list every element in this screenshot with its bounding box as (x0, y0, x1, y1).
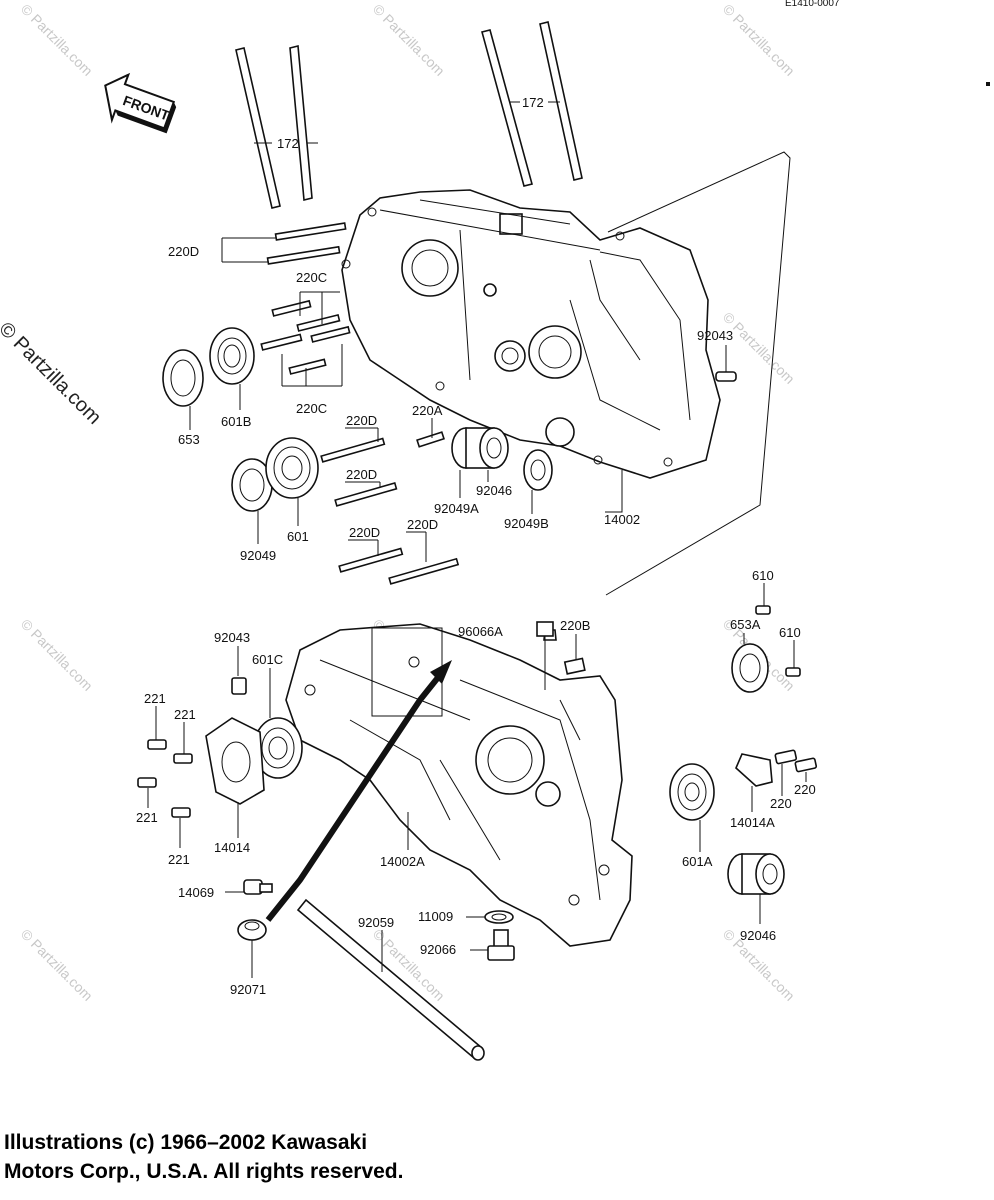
label-220d-top: 220D (168, 244, 199, 259)
label-92043-top: 92043 (697, 328, 733, 343)
label-220c-bottom: 220C (296, 401, 327, 416)
margin-mark (986, 82, 990, 86)
label-92046-top: 92046 (476, 483, 512, 498)
watermark-3: © Partzilla.com (720, 1, 798, 79)
watermark-2: © Partzilla.com (370, 1, 448, 79)
copyright-line-2: Motors Corp., U.S.A. All rights reserved… (4, 1160, 404, 1183)
label-610-top: 610 (752, 568, 774, 583)
fitting-14069 (225, 879, 273, 895)
plug-96066a (536, 621, 554, 690)
label-653a: 653A (730, 617, 761, 632)
needle-bearing-92046-bottom (727, 853, 785, 924)
pin-92043-top (715, 371, 737, 382)
copyright-notice: Illustrations (c) 1966–2002 Kawasaki Mot… (4, 1128, 704, 1186)
diagram-code: E1410-0007 (785, 0, 840, 9)
label-92071: 92071 (230, 982, 266, 997)
label-610-bottom: 610 (779, 625, 801, 640)
label-601a: 601A (682, 854, 713, 869)
label-221-d: 221 (168, 852, 190, 867)
label-220d-3: 220D (346, 467, 377, 482)
breather-arrow-icon (430, 660, 452, 684)
label-14069: 14069 (178, 885, 214, 900)
oil-seal-92049b (523, 449, 553, 514)
bearing-plate-14014a (735, 753, 773, 812)
label-14014: 14014 (214, 840, 250, 855)
watermark-6: © Partzilla.com (18, 616, 96, 694)
watermark-1: © Partzilla.com (18, 1, 96, 79)
label-92043-bottom: 92043 (214, 630, 250, 645)
label-172-right: 172 (522, 95, 544, 110)
bolts-220 (774, 749, 818, 796)
needle-bearing-92046-top (451, 427, 509, 498)
label-92049a: 92049A (434, 501, 479, 516)
washer-11009 (466, 910, 514, 924)
label-220b: 220B (560, 618, 590, 633)
watermark-9: © Partzilla.com (18, 926, 96, 1004)
bolts-220d-lower (338, 531, 460, 585)
label-653: 653 (178, 432, 200, 447)
grommet-92071 (237, 919, 267, 978)
label-92049: 92049 (240, 548, 276, 563)
drain-bolt-92066 (470, 929, 515, 961)
label-14002a: 14002A (380, 854, 425, 869)
label-11009: 11009 (418, 909, 453, 924)
bolt-220b (563, 634, 586, 675)
bearing-cover-14014 (205, 717, 265, 838)
pin-610-top (755, 605, 771, 615)
hose-92059 (296, 898, 485, 1061)
label-601: 601 (287, 529, 309, 544)
label-172-left: 172 (277, 136, 299, 151)
oil-seal-653a (731, 633, 769, 693)
label-14002: 14002 (604, 512, 640, 527)
bolt-220a (416, 418, 445, 448)
label-96066a: 96066A (458, 624, 503, 639)
screws-221 (137, 706, 193, 848)
bearing-601a (669, 763, 715, 852)
bearing-601 (265, 437, 319, 526)
label-220-b: 220 (794, 782, 816, 797)
label-220d-4: 220D (349, 525, 380, 540)
pin-610-bottom (785, 667, 801, 677)
label-221-c: 221 (136, 810, 158, 825)
bolts-220d-middle (320, 427, 398, 507)
bearing-601b (209, 327, 255, 410)
bolts-220d-top (221, 222, 347, 265)
label-220-a: 220 (770, 796, 792, 811)
crankcase-upper-14002 (341, 151, 791, 596)
label-92046-bottom: 92046 (740, 928, 776, 943)
label-220a: 220A (412, 403, 443, 418)
label-14014a: 14014A (730, 815, 775, 830)
label-92066: 92066 (420, 942, 456, 957)
bearing-601c (253, 668, 303, 779)
label-92059: 92059 (358, 915, 394, 930)
label-220c-top: 220C (296, 270, 327, 285)
label-220d-2: 220D (346, 413, 377, 428)
label-221-b: 221 (174, 707, 196, 722)
pin-92043-bottom (231, 677, 247, 695)
studs-172 (235, 21, 583, 209)
crankcase-lower-14002a (285, 623, 633, 947)
oil-seal-653 (162, 349, 204, 430)
label-221-a: 221 (144, 691, 166, 706)
label-220d-5: 220D (407, 517, 438, 532)
copyright-line-1: Illustrations (c) 1966–2002 Kawasaki (4, 1131, 368, 1154)
front-arrow-icon: FRONT (104, 72, 177, 134)
breather-line (265, 668, 447, 922)
label-601b: 601B (221, 414, 251, 429)
bolts-220c (260, 291, 351, 387)
label-601c: 601C (252, 652, 283, 667)
label-92049b: 92049B (504, 516, 549, 531)
